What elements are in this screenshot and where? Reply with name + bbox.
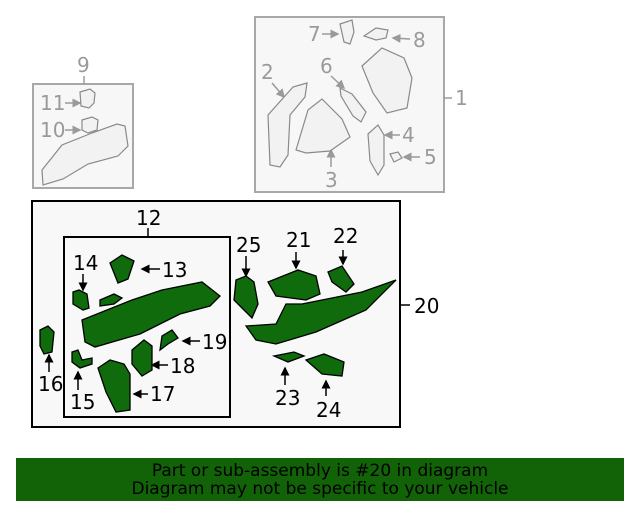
callout-23[interactable]: 23 xyxy=(275,386,301,410)
callout-20[interactable]: 20 xyxy=(414,294,440,318)
callout-6[interactable]: 6 xyxy=(320,54,333,78)
part-20-rail xyxy=(244,279,397,345)
callout-24[interactable]: 24 xyxy=(316,398,342,422)
part-23 xyxy=(271,351,306,363)
part-8 xyxy=(362,27,389,41)
callout-11[interactable]: 11 xyxy=(40,91,66,115)
part-15 xyxy=(71,349,93,369)
part-21 xyxy=(267,269,321,301)
part-5 xyxy=(389,151,403,163)
part-7 xyxy=(339,19,355,45)
part-9-rail xyxy=(41,123,129,186)
banner-line-1: Part or sub-assembly is #20 in diagram xyxy=(151,461,489,481)
part-16 xyxy=(39,325,55,355)
part-12-rail xyxy=(81,281,221,348)
banner-line-2: Diagram may not be specific to your vehi… xyxy=(131,479,509,499)
part-22 xyxy=(327,265,355,293)
part-14 xyxy=(72,289,90,311)
callout-3[interactable]: 3 xyxy=(325,168,338,192)
part-3 xyxy=(295,98,351,154)
part-25 xyxy=(233,275,259,320)
part-1-body xyxy=(361,47,413,114)
callout-13[interactable]: 13 xyxy=(162,258,188,282)
part-6 xyxy=(339,86,367,123)
callout-25[interactable]: 25 xyxy=(236,233,262,257)
callout-22[interactable]: 22 xyxy=(333,224,359,248)
callout-10[interactable]: 10 xyxy=(40,118,66,142)
black-leaders xyxy=(44,228,410,399)
part-24 xyxy=(304,353,345,377)
notice-banner: Part or sub-assembly is #20 in diagram D… xyxy=(16,458,624,501)
callout-15[interactable]: 15 xyxy=(70,390,96,414)
callout-14[interactable]: 14 xyxy=(73,251,99,275)
callout-12[interactable]: 12 xyxy=(136,206,162,230)
part-18 xyxy=(131,339,153,377)
callout-16[interactable]: 16 xyxy=(38,372,64,396)
part-2 xyxy=(267,82,308,168)
callout-2[interactable]: 2 xyxy=(261,60,274,84)
part-14b xyxy=(99,293,124,307)
callout-19[interactable]: 19 xyxy=(202,330,228,354)
part-17 xyxy=(97,359,131,413)
callout-21[interactable]: 21 xyxy=(286,228,312,252)
highlighted-parts xyxy=(39,254,397,413)
callout-1[interactable]: 1 xyxy=(455,86,468,110)
grey-leaders xyxy=(65,29,452,167)
part-10 xyxy=(81,116,99,134)
callout-18[interactable]: 18 xyxy=(170,354,196,378)
callout-4[interactable]: 4 xyxy=(402,123,415,147)
part-19 xyxy=(159,329,179,352)
callout-5[interactable]: 5 xyxy=(424,145,437,169)
callout-8[interactable]: 8 xyxy=(413,28,426,52)
part-4 xyxy=(367,124,385,177)
inactive-parts xyxy=(41,19,413,186)
callout-17[interactable]: 17 xyxy=(150,382,176,406)
callout-9[interactable]: 9 xyxy=(77,53,90,77)
part-11 xyxy=(79,88,96,109)
part-13 xyxy=(109,254,135,284)
group-12-box xyxy=(63,236,231,418)
callout-7[interactable]: 7 xyxy=(308,22,321,46)
